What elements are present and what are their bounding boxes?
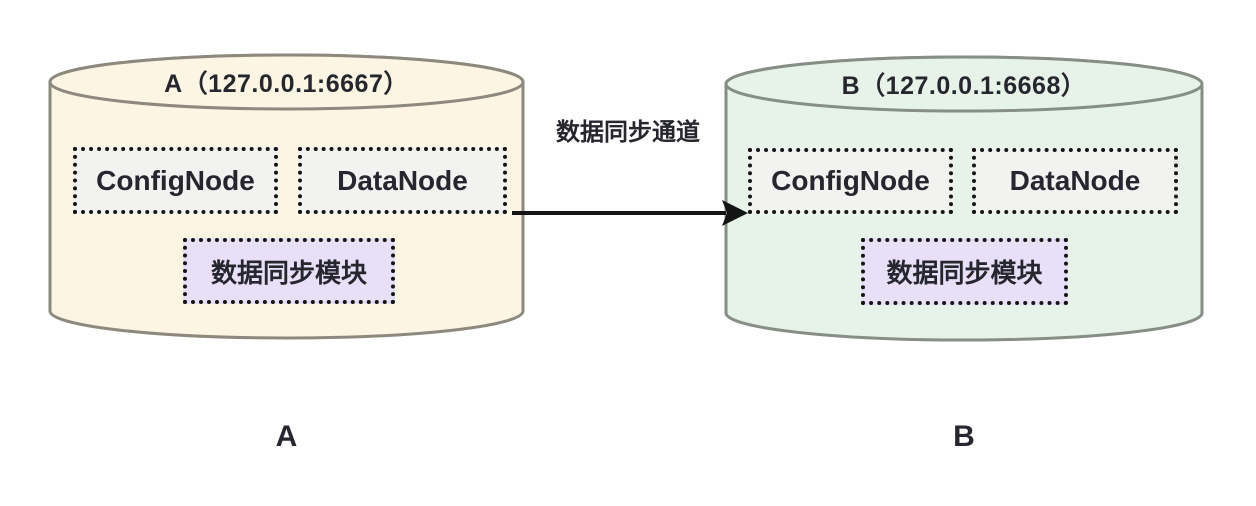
cluster-b-caption: B — [953, 420, 975, 453]
cluster-a-title: A（127.0.0.1:6667） — [164, 70, 409, 98]
cluster-b-title: B（127.0.0.1:6668） — [841, 72, 1087, 100]
sync-channel-label: 数据同步通道 — [556, 119, 700, 146]
cluster-b-confignode-box: ConfigNode — [748, 148, 953, 214]
sync-arrow-head-icon — [722, 200, 748, 226]
cluster-b-sync-module-box: 数据同步模块 — [861, 238, 1068, 305]
cluster-a-datanode-box: DataNode — [298, 147, 507, 214]
cylinder-a-top-ellipse — [48, 53, 525, 111]
cylinder-b-top-ellipse — [724, 55, 1204, 113]
cluster-a-caption: A — [275, 420, 298, 453]
cluster-b-datanode-box: DataNode — [972, 148, 1178, 214]
cluster-a-sync-module-box: 数据同步模块 — [183, 238, 395, 304]
cluster-a-confignode-box: ConfigNode — [73, 147, 278, 214]
